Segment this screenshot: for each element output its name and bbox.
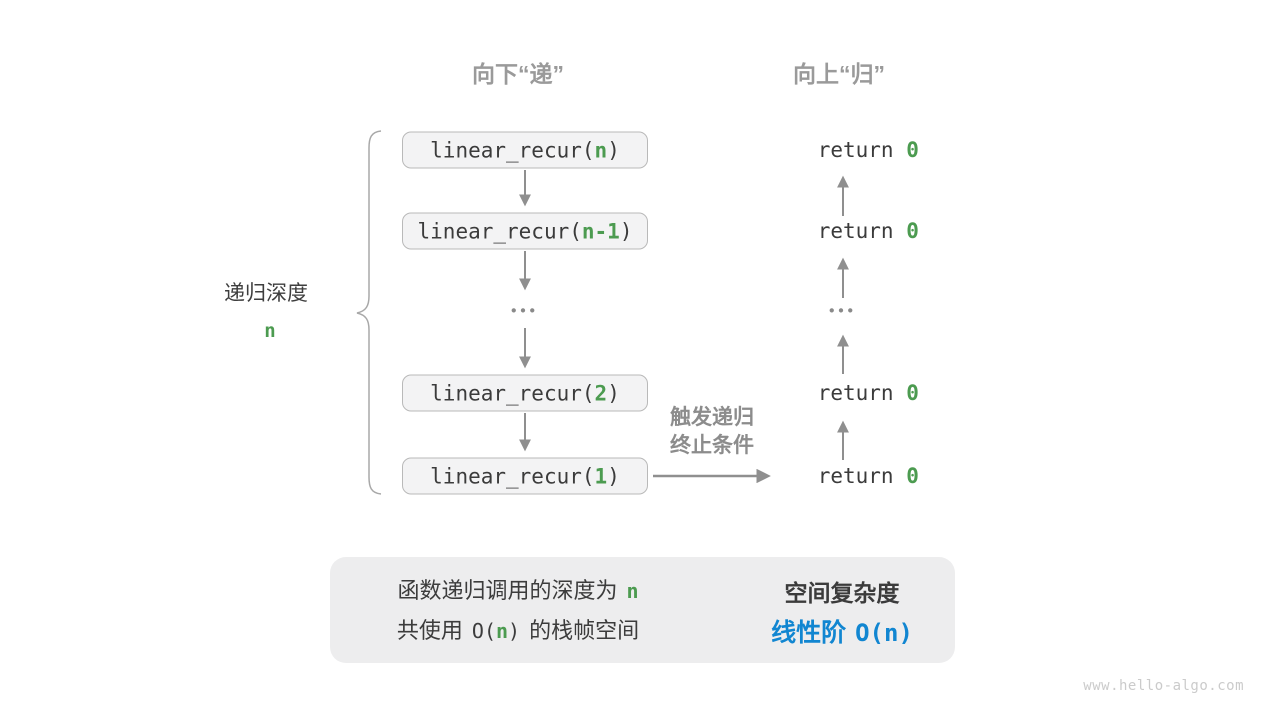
return-label-3: return 0 xyxy=(817,381,919,405)
return-label-4: return 0 xyxy=(817,464,919,488)
depth-brace xyxy=(356,130,382,495)
summary-card xyxy=(330,557,955,663)
call-arg: n-1 xyxy=(581,219,620,243)
call-box-2: linear_recur(2) xyxy=(402,374,648,412)
return-value: 0 xyxy=(906,381,919,405)
summary-depth-value: n xyxy=(626,579,639,603)
header-ascend: 向上“归” xyxy=(793,61,885,87)
depth-value: n xyxy=(264,320,276,342)
call-code: linear_recur( xyxy=(430,381,595,405)
call-arg: n xyxy=(594,138,608,162)
return-value: 0 xyxy=(906,464,919,488)
call-code: linear_recur( xyxy=(430,138,595,162)
call-arg: 2 xyxy=(594,381,608,405)
space-complexity-title: 空间复杂度 xyxy=(784,580,900,606)
return-label-1: return 0 xyxy=(817,138,919,162)
call-code: linear_recur( xyxy=(417,219,582,243)
call-box-n: linear_recur(n) xyxy=(402,131,648,169)
return-value: 0 xyxy=(906,219,919,243)
watermark: www.hello-algo.com xyxy=(1083,678,1244,694)
call-box-n-1: linear_recur(n-1) xyxy=(402,212,648,250)
trigger-condition-label: 触发递归 终止条件 xyxy=(670,406,754,457)
depth-label: 递归深度 xyxy=(224,282,308,305)
return-label-2: return 0 xyxy=(817,219,919,243)
header-descend: 向下“递” xyxy=(472,61,564,87)
ellipsis-left: ••• xyxy=(511,302,539,320)
big-o-notation: O(n) xyxy=(855,619,913,647)
call-code: linear_recur( xyxy=(430,464,595,488)
ellipsis-right: ••• xyxy=(829,302,857,320)
call-box-1: linear_recur(1) xyxy=(402,457,648,495)
return-value: 0 xyxy=(906,138,919,162)
call-arg: 1 xyxy=(594,464,608,488)
summary-on-value: n xyxy=(496,619,509,643)
